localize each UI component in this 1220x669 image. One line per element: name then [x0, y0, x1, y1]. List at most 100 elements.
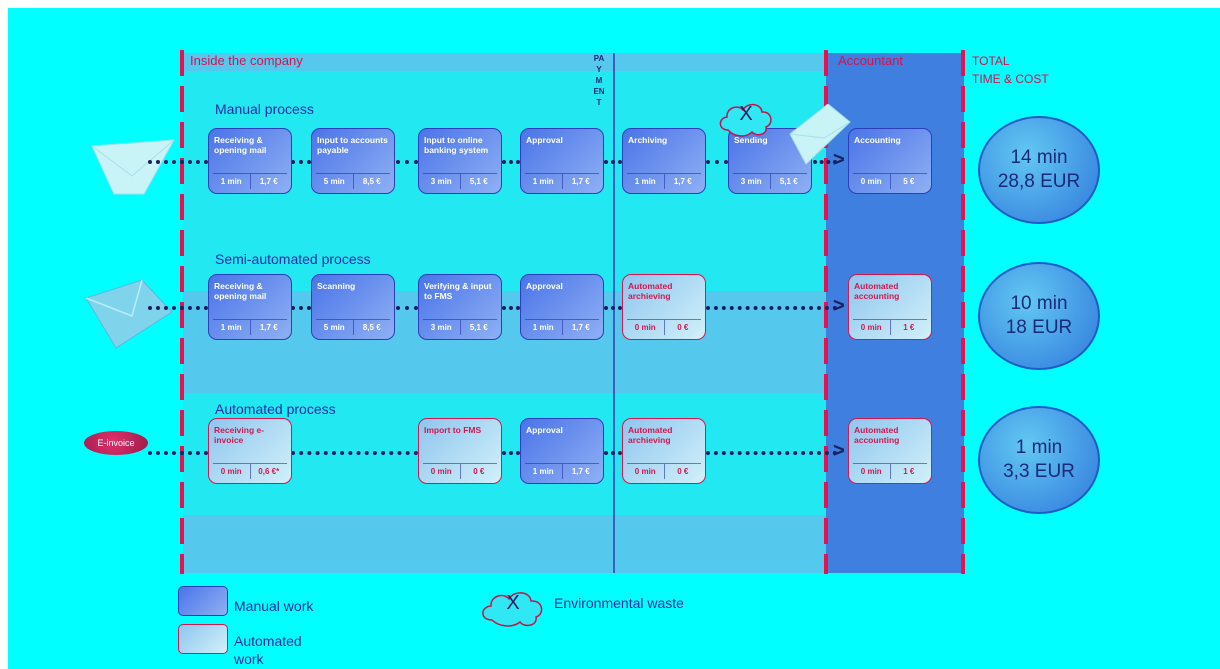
step-name: Automated archieving [628, 425, 673, 445]
step-cost: 0 € [663, 464, 702, 479]
legend-automated-label-line1: Automated [234, 633, 302, 649]
inside-company-header: Inside the company [190, 53, 303, 68]
total-cost: 18 EUR [1005, 317, 1073, 338]
step-name: Approval [526, 425, 563, 435]
connector [813, 160, 837, 164]
step-approval: Approval 1 min 1,7 € [520, 128, 604, 194]
step-time: 0 min [860, 467, 882, 476]
connector [706, 160, 728, 164]
step-time: 1 min [634, 177, 656, 186]
total-oval-manual: 14 min 28,8 EUR [978, 116, 1100, 224]
row-title-automated: Automated process [215, 401, 336, 417]
step-metrics: 5 min 8,5 € [316, 319, 390, 335]
legend-waste-cloud-icon [482, 592, 543, 627]
step-cost: 5,1 € [459, 174, 498, 189]
payment-label: PA Y M EN T [590, 53, 608, 108]
row-title-manual: Manual process [215, 101, 314, 117]
step-name: Import to FMS [424, 425, 482, 435]
connector [706, 451, 837, 455]
zone-border-left [180, 50, 184, 574]
total-oval-semi-automated: 10 min 18 EUR [978, 262, 1100, 370]
step-name: Scanning [317, 281, 356, 291]
step-metrics: 1 min 1,7 € [525, 463, 599, 479]
step-metrics: 0 min 1 € [853, 319, 927, 335]
step-time: 1 min [532, 467, 554, 476]
step-name: Verifying & input to FMS [424, 281, 492, 301]
zone-border-accountant-right [961, 50, 965, 574]
connector [604, 306, 622, 310]
step-time: 0 min [860, 177, 882, 186]
step-cost: 8,5 € [352, 320, 391, 335]
einvoice-badge: E-invoice [84, 431, 148, 455]
step-name: Receiving & opening mail [214, 281, 267, 301]
diagram-canvas: Inside the company PA Y M EN T Accountan… [8, 8, 1220, 669]
step-time: 1 min [532, 177, 554, 186]
connector [148, 451, 208, 455]
step-cost: 1 € [889, 320, 928, 335]
step-time: 1 min [532, 323, 554, 332]
payment-label-part: PA [593, 54, 605, 63]
arrow-icon: > [833, 295, 845, 317]
legend-waste-label: Environmental waste [554, 595, 684, 611]
bottom-band [183, 515, 828, 573]
step-name: Automated archieving [628, 281, 673, 301]
step-scanning: Scanning 5 min 8,5 € [311, 274, 395, 340]
step-name: Automated accounting [854, 281, 900, 301]
paper-letter-icon [91, 139, 175, 195]
total-time: 10 min [1010, 293, 1068, 314]
legend-automated-label-line2: work [234, 651, 264, 667]
step-automated-accounting: Automated accounting 0 min 1 € [848, 274, 932, 340]
legend-waste-symbol: X [506, 592, 520, 614]
arrow-icon: > [833, 440, 845, 462]
connector [291, 306, 311, 310]
step-time: 0 min [860, 323, 882, 332]
connector [604, 451, 622, 455]
legend-automated-swatch [178, 624, 228, 654]
accountant-header: Accountant [838, 53, 904, 68]
connector [291, 451, 418, 455]
step-cost: 0 € [459, 464, 498, 479]
total-time: 14 min [1010, 147, 1068, 168]
step-cost: 8,5 € [352, 174, 391, 189]
connector [148, 306, 208, 310]
step-time: 5 min [323, 323, 345, 332]
connector [396, 160, 418, 164]
step-name: Approval [526, 135, 563, 145]
step-cost: 1,7 € [561, 464, 600, 479]
step-name: Input to online banking system [424, 135, 489, 155]
step-cost: 0 € [663, 320, 702, 335]
connector [502, 160, 520, 164]
payment-label-part: Y [596, 65, 602, 74]
total-oval-automated: 1 min 3,3 EUR [978, 406, 1100, 514]
payment-label-part: M [595, 76, 603, 85]
total-header-line1: TOTAL [972, 54, 1010, 68]
header-band [183, 53, 828, 71]
step-name: Input to accounts payable [317, 135, 388, 155]
total-cost: 28,8 EUR [997, 171, 1081, 192]
step-metrics: 1 min 1,7 € [525, 173, 599, 189]
step-time: 1 min [220, 177, 242, 186]
connector [396, 306, 418, 310]
payment-label-part: T [596, 98, 602, 107]
step-cost: 1,7 € [561, 174, 600, 189]
step-cost: 5,1 € [769, 174, 808, 189]
zone-border-accountant-left [824, 50, 828, 574]
step-cost: 1,7 € [249, 320, 288, 335]
step-cost: 5 € [889, 174, 928, 189]
step-time: 3 min [430, 323, 452, 332]
